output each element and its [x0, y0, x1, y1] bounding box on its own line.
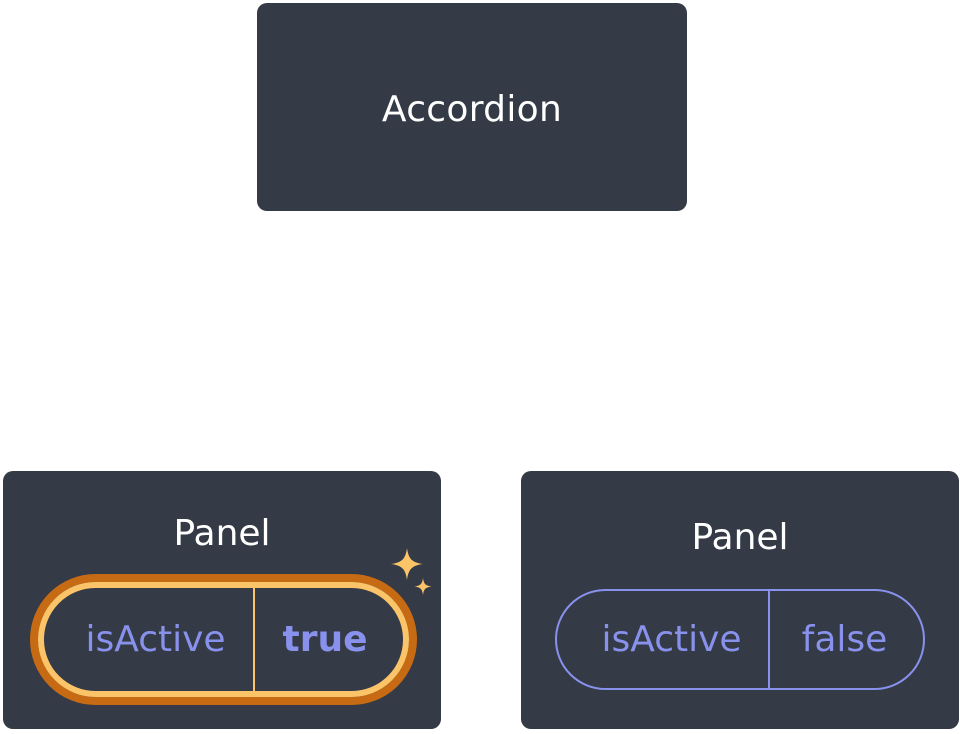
- state-pill-inactive: isActive false: [555, 589, 925, 690]
- panel-node-active: Panel isActive true: [3, 471, 441, 729]
- panel-label: Panel: [691, 517, 789, 558]
- state-key: isActive: [44, 588, 255, 691]
- state-key: isActive: [557, 591, 770, 688]
- state-value: true: [282, 619, 368, 660]
- sparkle-icon: [391, 548, 432, 595]
- panel-node-inactive: Panel isActive false: [521, 471, 959, 729]
- state-value: false: [801, 619, 888, 660]
- accordion-label: Accordion: [381, 88, 563, 130]
- state-pill-active: isActive true: [30, 574, 417, 705]
- panel-label: Panel: [173, 513, 271, 554]
- accordion-node: Accordion: [257, 3, 687, 211]
